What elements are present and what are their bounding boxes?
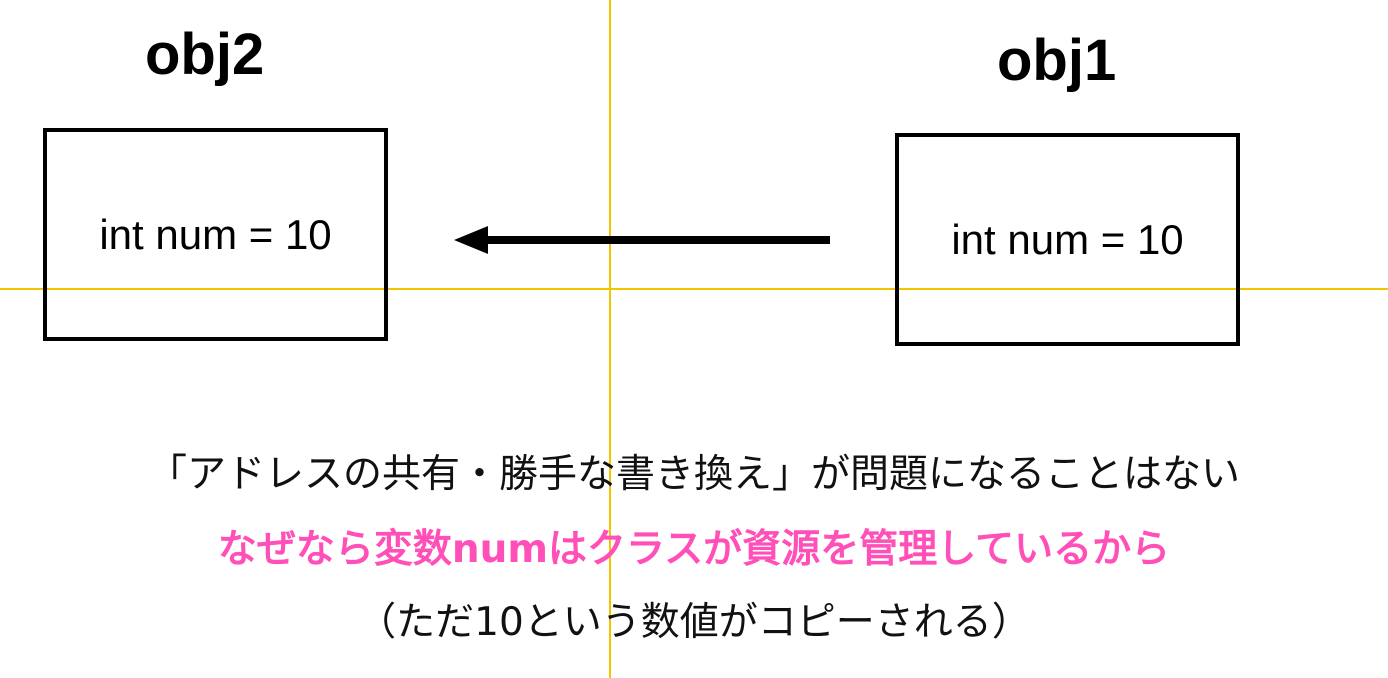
obj1-field-label: int num = 10: [951, 215, 1184, 263]
caption-no-problem: 「アドレスの共有・勝手な書き換え」が問題になることはない: [147, 452, 1240, 497]
vertical-guide-line: [609, 0, 611, 678]
caption-value-copied-note: （ただ10という数値がコピーされる）: [357, 600, 1031, 645]
obj2-field-label: int num = 10: [99, 210, 332, 258]
obj2-box: int num = 10: [43, 128, 388, 341]
obj1-box: int num = 10: [895, 133, 1240, 346]
arrow-head: [454, 226, 488, 254]
horizontal-guide-line: [0, 288, 1388, 290]
copy-arrow-left-icon: [454, 226, 830, 254]
arrow-shaft: [484, 236, 830, 244]
obj1-title: obj1: [997, 28, 1117, 93]
obj2-title: obj2: [145, 22, 265, 87]
caption-reason-highlight: なぜなら変数numはクラスが資源を管理しているから: [217, 527, 1171, 572]
